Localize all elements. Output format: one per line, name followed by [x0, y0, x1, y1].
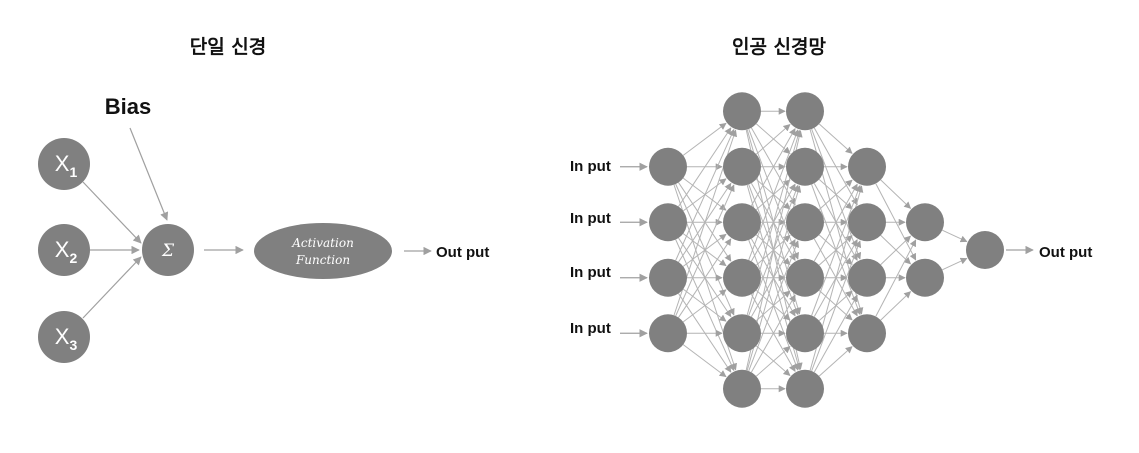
network-edge-l0-3-3 [682, 289, 727, 323]
input-label-3: In put [570, 264, 611, 281]
network-edge-l2-2-0 [818, 179, 853, 210]
x1-subscript: 1 [69, 164, 77, 180]
network-node-l1-n2 [723, 203, 761, 242]
network-edge-l0-3-5 [682, 344, 727, 378]
network-node-l2-n0 [786, 92, 824, 131]
x3-edge [82, 256, 142, 319]
x2-base: X [55, 237, 70, 262]
input-node-x2: X2 [38, 224, 90, 276]
network-node-l3-n0 [848, 147, 886, 186]
network-edge-l2-5-1 [811, 240, 862, 372]
network-node-l4-n0 [906, 203, 944, 242]
svg-text:X2: X2 [55, 237, 78, 266]
network-node-l1-n1 [723, 147, 761, 186]
activation-line2: Function [295, 253, 350, 267]
network-edge-l1-5-4 [755, 346, 791, 377]
network-node-l1-n0 [723, 92, 761, 131]
network-node-l2-n3 [786, 258, 824, 297]
input-label-1: In put [570, 158, 611, 175]
network-edge-l1-5-2 [748, 240, 799, 372]
network-edge-l2-3-0 [813, 183, 858, 262]
network-node-l3-n2 [848, 258, 886, 297]
network-node-l3-n1 [848, 203, 886, 242]
network-edge-l1-1-0 [755, 124, 791, 155]
sum-symbol: Σ [161, 241, 175, 261]
network-edge-l4-1-0 [942, 257, 968, 271]
neural-network-panel: 인공 신경망 In put In put In put In put Out p… [570, 36, 1092, 408]
network-edge-l0-2-0 [675, 128, 735, 261]
network-edge-l2-0-0 [818, 123, 853, 154]
network-edge-l0-3-2 [678, 238, 732, 318]
single-output-label: Out put [436, 244, 489, 261]
network-node-l2-n1 [786, 147, 824, 186]
x1-base: X [55, 151, 70, 176]
network-edge-l3-0-0 [880, 179, 912, 209]
network-edge-l3-2-0 [880, 235, 912, 265]
bias-arrow [129, 127, 169, 221]
network-edge-l0-1-0 [678, 127, 732, 207]
svg-text:X1: X1 [55, 151, 78, 180]
network-edge-l3-3-0 [875, 239, 917, 317]
svg-text:X3: X3 [55, 324, 78, 353]
bias-label: Bias [105, 94, 151, 119]
single-neuron-title: 단일 신경 [190, 36, 267, 58]
network-nodes [649, 92, 1004, 408]
network-node-l2-n2 [786, 203, 824, 242]
network-edges [673, 107, 968, 393]
network-edge-l2-5-3 [818, 346, 853, 377]
network-node-l2-n4 [786, 314, 824, 353]
activation-line1: Activation [291, 236, 354, 250]
input-node-x1: X1 [38, 138, 90, 190]
x3-base: X [55, 324, 70, 349]
single-neuron-panel: 단일 신경 Bias X1 X2 X3 Σ Activation [38, 36, 489, 363]
network-node-l5-n0 [966, 231, 1004, 269]
input-label-4: In put [570, 320, 611, 337]
x3-subscript: 3 [69, 337, 77, 353]
network-edge-l0-0-0 [682, 122, 727, 156]
network-output-label: Out put [1039, 244, 1092, 261]
network-node-l1-n3 [723, 258, 761, 297]
input-label-2: In put [570, 210, 611, 227]
input-node-x3: X3 [38, 311, 90, 363]
activation-function-node: Activation Function [254, 223, 392, 279]
network-node-l0-n1 [649, 203, 687, 242]
x1-edge [82, 181, 142, 244]
x2-subscript: 2 [69, 250, 77, 266]
network-node-l1-n5 [723, 369, 761, 408]
network-node-l0-n3 [649, 314, 687, 353]
network-edge-l3-3-1 [880, 291, 912, 321]
network-edge-l2-5-2 [813, 294, 858, 373]
sum-node: Σ [142, 224, 194, 276]
network-edge-l1-5-3 [750, 294, 796, 373]
network-edge-l4-0-0 [942, 229, 968, 243]
network-node-l0-n0 [649, 147, 687, 186]
network-node-l4-n1 [906, 258, 944, 297]
network-edge-l1-3-0 [748, 129, 799, 261]
network-edge-l2-4-0 [811, 184, 862, 316]
network-node-l2-n5 [786, 369, 824, 408]
network-node-l1-n4 [723, 314, 761, 353]
network-edge-l1-2-0 [750, 128, 796, 206]
network-edge-l0-3-1 [675, 184, 735, 317]
network-node-l3-n3 [848, 314, 886, 353]
network-node-l0-n2 [649, 258, 687, 297]
network-title: 인공 신경망 [732, 36, 827, 58]
network-io-arrows [620, 162, 1034, 338]
